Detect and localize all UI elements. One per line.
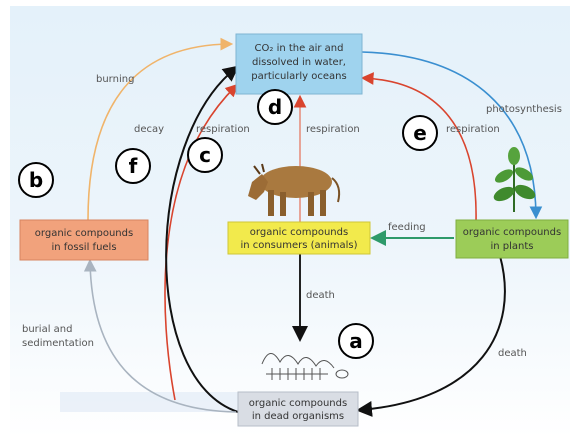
consumers-line-2: in consumers (animals) bbox=[240, 240, 357, 251]
cow-illustration bbox=[248, 163, 341, 216]
label-respiration-d: respiration bbox=[306, 124, 360, 135]
label-respiration-e: respiration bbox=[446, 124, 500, 135]
decay-arrow bbox=[165, 65, 240, 413]
marker-e-label: e bbox=[413, 121, 427, 145]
plant-illustration bbox=[493, 147, 536, 212]
marker-c: c bbox=[187, 137, 223, 173]
marker-b-label: b bbox=[29, 168, 43, 192]
dead-organisms-illustration bbox=[261, 353, 349, 380]
respiration-decomposers-arrow bbox=[164, 83, 239, 401]
label-burning: burning bbox=[96, 74, 134, 85]
respiration-plants-arrow bbox=[360, 72, 477, 223]
plants-line-2: in plants bbox=[490, 241, 533, 252]
label-respiration-c: respiration bbox=[196, 124, 250, 135]
plants-box: organic compounds in plants bbox=[455, 219, 569, 259]
label-death-center: death bbox=[306, 290, 335, 301]
marker-f: f bbox=[115, 148, 151, 184]
label-decay: decay bbox=[134, 124, 164, 135]
plants-line-1: organic compounds bbox=[463, 227, 561, 238]
co2-box: CO₂ in the air and dissolved in water, p… bbox=[235, 33, 363, 95]
co2-line-3: particularly oceans bbox=[251, 71, 346, 82]
dead-line-1: organic compounds bbox=[249, 398, 347, 409]
consumers-box: organic compounds in consumers (animals) bbox=[227, 221, 371, 255]
marker-f-label: f bbox=[129, 154, 138, 178]
dead-line-2: in dead organisms bbox=[252, 411, 344, 422]
marker-c-label: c bbox=[199, 143, 211, 167]
fossil-fuels-box: organic compounds in fossil fuels bbox=[19, 219, 149, 261]
burning-arrow bbox=[87, 37, 234, 221]
label-burial-2: sedimentation bbox=[22, 338, 94, 349]
label-death-right: death bbox=[498, 348, 527, 359]
fossil-line-1: organic compounds bbox=[35, 228, 133, 239]
marker-a: a bbox=[338, 323, 374, 359]
marker-a-label: a bbox=[349, 329, 363, 353]
fossil-line-2: in fossil fuels bbox=[51, 242, 116, 253]
dead-organisms-box: organic compounds in dead organisms bbox=[237, 391, 359, 427]
marker-b: b bbox=[18, 162, 54, 198]
marker-d-label: d bbox=[268, 95, 282, 119]
co2-line-1: CO₂ in the air and bbox=[255, 43, 344, 54]
death-plants-arrow bbox=[356, 255, 506, 417]
marker-e: e bbox=[402, 115, 438, 151]
consumers-line-1: organic compounds bbox=[250, 227, 348, 238]
co2-line-2: dissolved in water, bbox=[252, 57, 346, 68]
burial-arrow bbox=[83, 258, 237, 413]
label-photosynthesis: photosynthesis bbox=[486, 104, 562, 115]
label-burial-1: burial and bbox=[22, 324, 72, 335]
marker-d: d bbox=[257, 89, 293, 125]
label-feeding: feeding bbox=[388, 222, 426, 233]
